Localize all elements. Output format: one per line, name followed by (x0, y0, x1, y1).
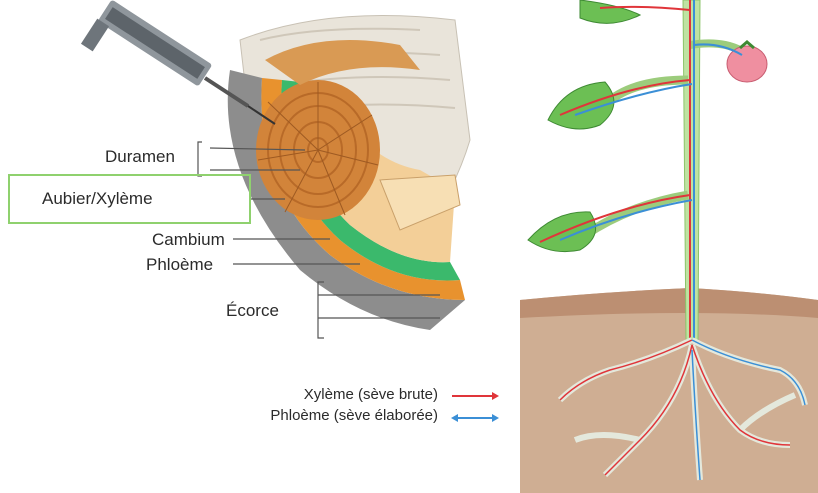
legend-xylem: Xylème (sève brute) (304, 386, 438, 403)
label-duramen: Duramen (105, 147, 175, 167)
trunk-illustration (228, 16, 470, 331)
legend-phloem: Phloème (sève élaborée) (270, 407, 438, 424)
label-aubier-xyleme: Aubier/Xylème (42, 189, 153, 209)
stem (683, 0, 700, 340)
soil (520, 288, 818, 493)
label-cambium: Cambium (152, 230, 225, 250)
plant-illustration (520, 0, 818, 493)
leaf-top (580, 0, 640, 23)
label-phloeme: Phloème (146, 255, 213, 275)
label-ecorce: Écorce (226, 301, 279, 321)
legend-arrows (451, 392, 499, 422)
